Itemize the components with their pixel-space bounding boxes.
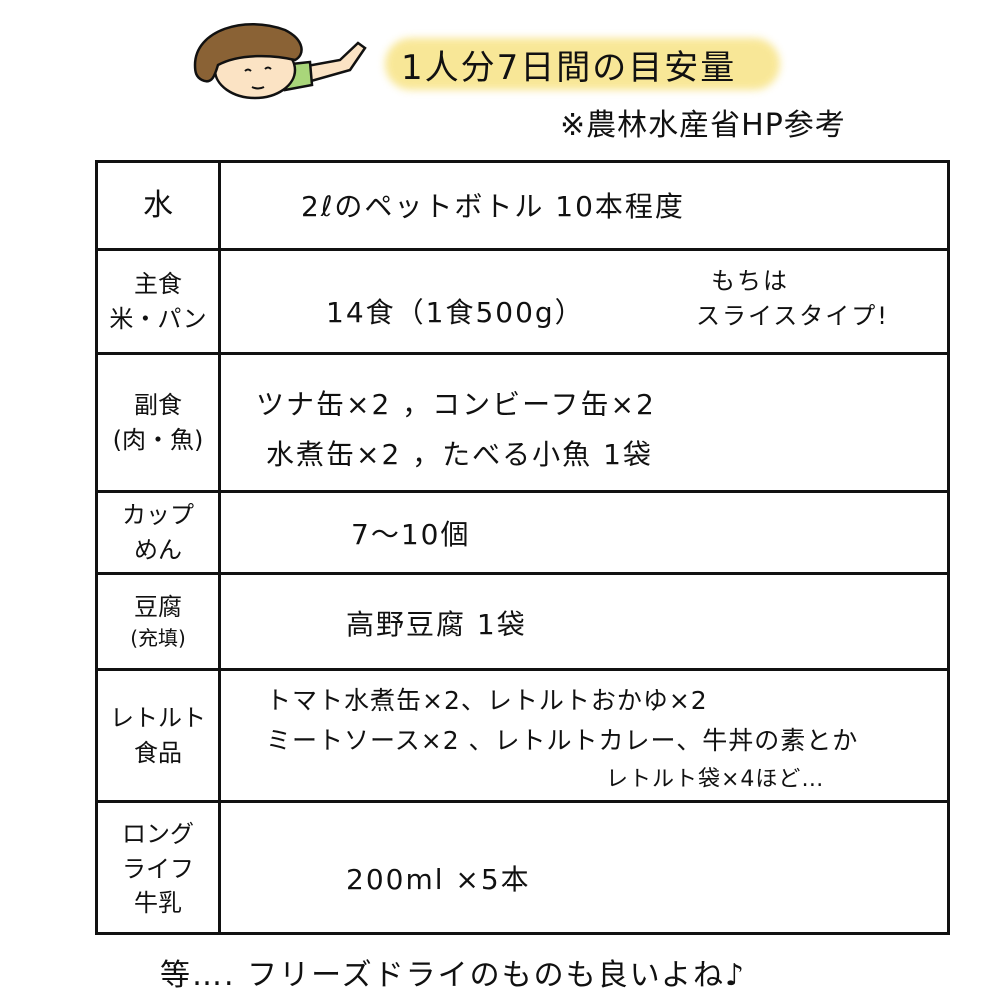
source-note: ※農林水産省HP参考: [560, 108, 846, 143]
label-text: 主食: [134, 269, 182, 298]
row-value: レトルト袋×4ほど…: [606, 767, 825, 792]
label-text: (肉・魚): [112, 425, 204, 454]
stockpile-table: 水 2ℓのペットボトル 10本程度 主食米・パン 14食（1食500g） もちは…: [95, 160, 950, 935]
row-value: 200ml ×5本: [346, 863, 531, 896]
label-text: 牛乳: [134, 889, 182, 918]
character-illustration: [193, 22, 367, 100]
aside-note: もちは: [711, 267, 789, 295]
label-text: ライフ: [122, 854, 194, 883]
table-row-cup-noodles: カップめん 7〜10個: [98, 493, 947, 575]
table-row-retort: レトルト食品 トマト水煮缶×2、レトルトおかゆ×2 ミートソース×2 、レトルト…: [98, 671, 947, 803]
footer-note: 等…. フリーズドライのものも良いよね♪: [160, 958, 747, 993]
row-value: ミートソース×2 、レトルトカレー、牛丼の素とか: [266, 726, 859, 755]
row-value: 14食（1食500g）: [326, 296, 585, 329]
label-text: カップ: [122, 500, 194, 529]
table-row-long-life-milk: ロングライフ牛乳 200ml ×5本: [98, 803, 947, 935]
row-label: ロングライフ牛乳: [98, 803, 221, 935]
label-text: 水: [143, 187, 173, 223]
label-text: 食品: [134, 738, 182, 767]
title-banner: 1人分7日間の目安量: [385, 30, 785, 92]
row-value: トマト水煮缶×2、レトルトおかゆ×2: [266, 686, 708, 715]
row-value: 2ℓのペットボトル 10本程度: [301, 190, 685, 223]
row-value: 高野豆腐 1袋: [346, 608, 527, 641]
row-label: 主食米・パン: [98, 251, 221, 352]
row-label: カップめん: [98, 493, 221, 572]
label-text: 米・パン: [109, 304, 207, 333]
row-label: レトルト食品: [98, 671, 221, 800]
row-label: 副食 (肉・魚): [98, 355, 221, 490]
row-value: ツナ缶×2 ，コンビーフ缶×2: [256, 388, 656, 421]
label-text: ロング: [122, 819, 194, 848]
table-row-side-dish: 副食 (肉・魚) ツナ缶×2 ，コンビーフ缶×2 水煮缶×2 ，たべる小魚 1袋: [98, 355, 947, 493]
label-text: (充填): [130, 626, 186, 651]
table-row-water: 水 2ℓのペットボトル 10本程度: [98, 163, 947, 251]
label-text: めん: [134, 535, 182, 564]
page-title: 1人分7日間の目安量: [401, 48, 737, 88]
row-value: 7〜10個: [351, 518, 471, 551]
label-text: 副食: [134, 390, 182, 419]
table-row-staple: 主食米・パン 14食（1食500g） もちは スライスタイプ!: [98, 251, 947, 355]
title-highlight: [385, 38, 780, 90]
label-text: レトルト: [110, 703, 206, 732]
row-label: 水: [98, 163, 221, 248]
table-row-tofu: 豆腐 (充填) 高野豆腐 1袋: [98, 575, 947, 671]
row-label: 豆腐 (充填): [98, 575, 221, 668]
row-value: 水煮缶×2 ，たべる小魚 1袋: [266, 438, 653, 471]
label-text: 豆腐: [134, 592, 182, 621]
aside-note: スライスタイプ!: [696, 302, 889, 330]
